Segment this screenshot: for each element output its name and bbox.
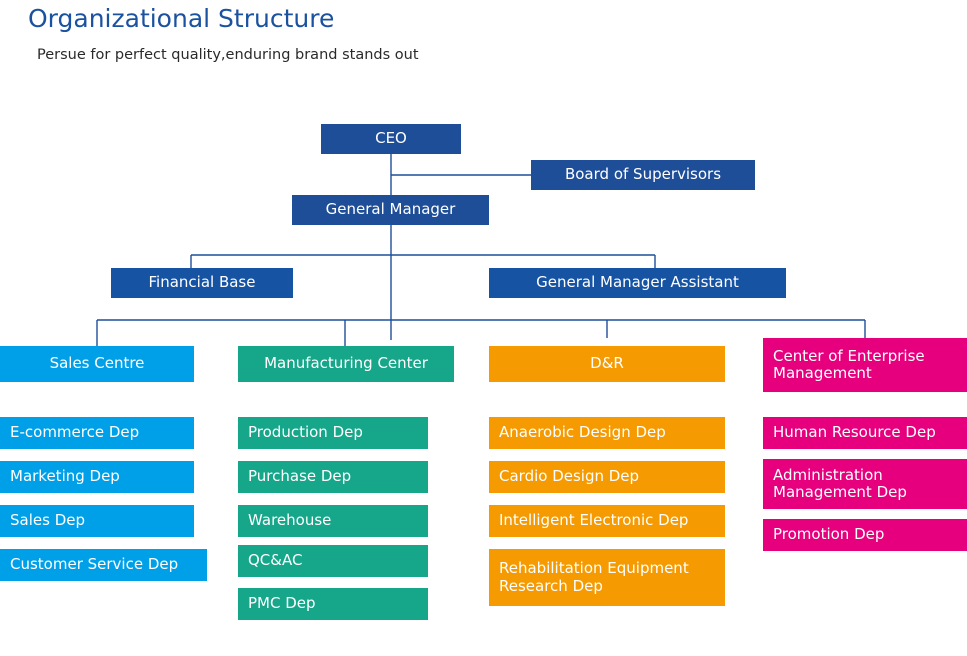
list-item-manufacturing-3[interactable]: QC&AC <box>238 545 428 577</box>
list-item-label: Production Dep <box>248 423 363 442</box>
list-item-sales-2[interactable]: Sales Dep <box>0 505 194 537</box>
list-item-enterprise-1[interactable]: Administration Management Dep <box>763 459 967 509</box>
list-item-manufacturing-2[interactable]: Warehouse <box>238 505 428 537</box>
list-item-enterprise-2[interactable]: Promotion Dep <box>763 519 967 551</box>
node-board-of-supervisors[interactable]: Board of Supervisors <box>531 160 755 190</box>
node-general-manager[interactable]: General Manager <box>292 195 489 225</box>
node-gm-assistant-label: General Manager Assistant <box>536 273 739 292</box>
node-sales-centre-label: Sales Centre <box>49 354 145 373</box>
node-board-label: Board of Supervisors <box>564 165 722 184</box>
node-manufacturing-center[interactable]: Manufacturing Center <box>238 346 454 382</box>
list-item-label: QC&AC <box>248 551 303 570</box>
list-item-label: Purchase Dep <box>248 467 352 486</box>
node-ceo-label: CEO <box>375 129 407 148</box>
list-item-label: Cardio Design Dep <box>499 467 640 486</box>
list-item-dr-2[interactable]: Intelligent Electronic Dep <box>489 505 725 537</box>
node-financial-base-label: Financial Base <box>148 273 256 292</box>
list-item-sales-0[interactable]: E-commerce Dep <box>0 417 194 449</box>
list-item-sales-3[interactable]: Customer Service Dep <box>0 549 207 581</box>
list-item-label: Administration Management Dep <box>773 465 907 501</box>
node-dr-label: D&R <box>590 354 624 373</box>
node-general-manager-assistant[interactable]: General Manager Assistant <box>489 268 786 298</box>
list-item-label: Marketing Dep <box>10 467 120 486</box>
list-item-label: PMC Dep <box>248 594 316 613</box>
list-item-label: E-commerce Dep <box>10 423 140 442</box>
page-subtitle: Persue for perfect quality,enduring bran… <box>37 47 419 63</box>
list-item-manufacturing-0[interactable]: Production Dep <box>238 417 428 449</box>
list-item-label: Rehabilitation Equipment Research Dep <box>499 559 689 595</box>
list-item-label: Promotion Dep <box>773 525 885 544</box>
list-item-dr-1[interactable]: Cardio Design Dep <box>489 461 725 493</box>
node-center-of-enterprise-management[interactable]: Center of Enterprise Management <box>763 338 967 392</box>
page-title: Organizational Structure <box>28 4 335 33</box>
node-sales-centre[interactable]: Sales Centre <box>0 346 194 382</box>
list-item-label: Anaerobic Design Dep <box>499 423 666 442</box>
list-item-manufacturing-4[interactable]: PMC Dep <box>238 588 428 620</box>
node-dr[interactable]: D&R <box>489 346 725 382</box>
node-center-enterprise-label: Center of Enterprise Management <box>773 346 925 382</box>
node-general-manager-label: General Manager <box>325 200 456 219</box>
list-item-label: Human Resource Dep <box>773 423 936 442</box>
list-item-label: Warehouse <box>248 511 332 530</box>
list-item-label: Sales Dep <box>10 511 85 530</box>
list-item-label: Intelligent Electronic Dep <box>499 511 689 530</box>
list-item-label: Customer Service Dep <box>10 555 179 574</box>
node-financial-base[interactable]: Financial Base <box>111 268 293 298</box>
node-manufacturing-center-label: Manufacturing Center <box>264 354 428 373</box>
list-item-dr-3[interactable]: Rehabilitation Equipment Research Dep <box>489 549 725 606</box>
node-ceo[interactable]: CEO <box>321 124 461 154</box>
list-item-sales-1[interactable]: Marketing Dep <box>0 461 194 493</box>
list-item-dr-0[interactable]: Anaerobic Design Dep <box>489 417 725 449</box>
list-item-enterprise-0[interactable]: Human Resource Dep <box>763 417 967 449</box>
list-item-manufacturing-1[interactable]: Purchase Dep <box>238 461 428 493</box>
